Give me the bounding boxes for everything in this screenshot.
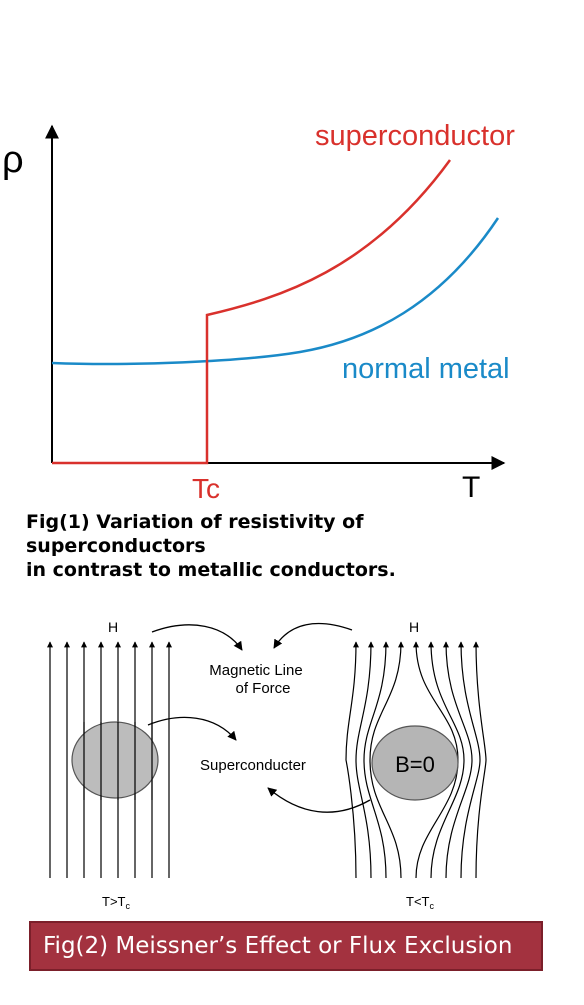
arrow-label-to-ellipse	[267, 787, 371, 813]
right-field-lines	[345, 641, 487, 879]
field-label-right: H	[409, 619, 419, 635]
x-axis-label: T	[462, 471, 480, 504]
right-temp-label: T<Tc	[406, 894, 434, 911]
of-force-label: of Force	[235, 680, 290, 697]
caption-line: superconductors	[26, 535, 206, 557]
field-label-left: H	[108, 619, 118, 635]
superconducter-label: Superconducter	[200, 757, 306, 774]
arrow-right-to-label	[273, 623, 353, 649]
normal-metal-label: normal metal	[342, 353, 510, 385]
left-superconductor-ellipse	[71, 721, 159, 799]
fig1-caption: Fig(1) Variation of resistivity of super…	[26, 510, 546, 582]
caption-line: in contrast to metallic conductors.	[26, 559, 396, 581]
resistivity-plot: ρ T Tc superconductor normal metal	[2, 120, 515, 504]
fig2-caption-text: Fig(2) Meissner’s Effect or Flux Exclusi…	[43, 933, 513, 959]
left-temp-label: T>Tc	[102, 894, 130, 911]
meissner-diagram: H H Magnetic Line of Force Superconducte…	[47, 619, 487, 911]
left-field-lines-over	[83, 722, 153, 800]
magnetic-line-label: Magnetic Line	[209, 662, 302, 679]
y-axis-label: ρ	[2, 139, 24, 181]
tc-label: Tc	[192, 473, 220, 504]
right-superconductor-ellipse	[371, 725, 459, 801]
normal-metal-curve	[51, 217, 500, 366]
b-zero-label: B=0	[395, 752, 435, 777]
arrow-left-to-label	[151, 624, 243, 651]
caption-line: Fig(1) Variation of resistivity of	[26, 511, 364, 533]
superconductor-curve	[52, 159, 452, 465]
arrow-ellipse-to-label	[147, 716, 237, 741]
fig2-caption-banner: Fig(2) Meissner’s Effect or Flux Exclusi…	[29, 921, 543, 971]
superconductor-label: superconductor	[315, 120, 515, 152]
